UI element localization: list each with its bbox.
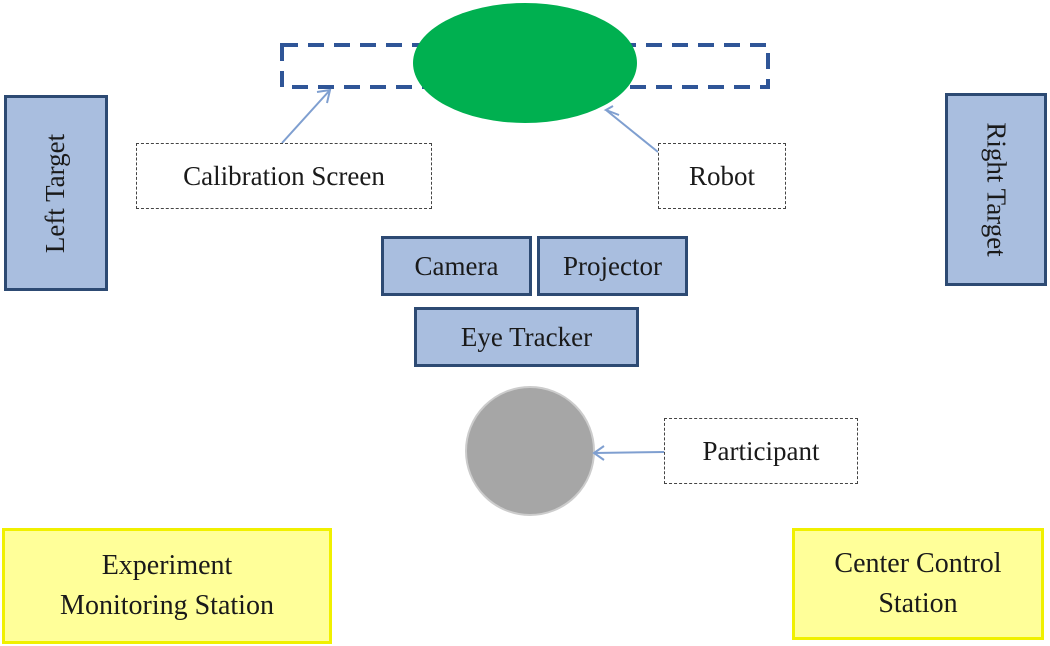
robot-arrow xyxy=(605,109,659,153)
right-target: Right Target xyxy=(945,93,1047,286)
left-target: Left Target xyxy=(4,95,108,291)
center-control-station: Center Control Station xyxy=(792,528,1044,640)
calibration-screen-label: Calibration Screen xyxy=(183,160,385,191)
experiment-station-line1: Experiment xyxy=(101,550,233,581)
control-station-line2: Station xyxy=(878,588,958,619)
control-station-line1: Center Control xyxy=(834,548,1002,579)
calibration-screen-callout: Calibration Screen xyxy=(136,143,432,209)
experiment-monitoring-station: Experiment Monitoring Station xyxy=(2,528,332,644)
participant-arrow xyxy=(593,451,665,454)
right-target-label: Right Target xyxy=(981,122,1012,257)
projector-box: Projector xyxy=(537,236,688,296)
projector-label: Projector xyxy=(563,250,662,281)
camera-box: Camera xyxy=(381,236,532,296)
experiment-station-line2: Monitoring Station xyxy=(60,590,274,621)
robot-arrowhead xyxy=(603,105,620,116)
calibration-arrow xyxy=(281,89,331,144)
participant-arrowhead xyxy=(592,445,605,461)
calibration-arrowhead xyxy=(316,88,332,104)
participant-callout: Participant xyxy=(664,418,858,484)
camera-label: Camera xyxy=(414,250,499,281)
left-target-label: Left Target xyxy=(40,133,71,253)
robot-callout: Robot xyxy=(658,143,786,209)
robot-shape xyxy=(413,3,637,123)
participant-shape xyxy=(465,386,595,516)
eye-tracker-box: Eye Tracker xyxy=(414,307,639,367)
participant-label: Participant xyxy=(702,435,820,466)
robot-label: Robot xyxy=(688,160,755,191)
eye-tracker-label: Eye Tracker xyxy=(460,321,593,352)
